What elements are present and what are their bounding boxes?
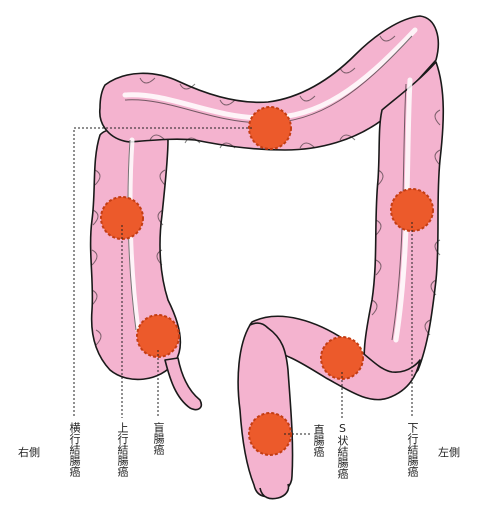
tumor-transverse [248,106,292,150]
label-transverse: 横行結腸癌 [68,422,81,477]
tumor-rectum [248,412,292,456]
appendix [164,357,203,411]
right-side-label: 右側 [18,446,40,459]
tumor-ascending [100,196,144,240]
anal-canal [259,483,290,500]
label-cecum: 盲腸癌 [152,422,165,455]
left-side-label: 左側 [438,446,460,459]
tumor-descending [390,188,434,232]
label-descending: 下行結腸癌 [406,422,419,477]
label-sigmoid: S状結腸癌 [336,422,349,479]
tumor-sigmoid [320,336,364,380]
tumor-cecum [136,314,180,358]
leader-transverse [73,127,252,418]
rectum [237,322,294,498]
label-rectum: 直腸癌 [312,424,325,457]
label-ascending: 上行結腸癌 [116,422,129,477]
